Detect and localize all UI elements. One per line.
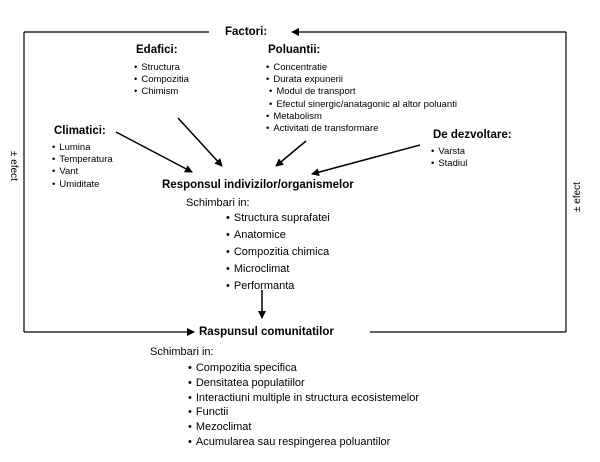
- list-item: Umiditate: [52, 179, 113, 191]
- list-item: Metabolism: [266, 111, 457, 123]
- list-item: Activitati de transformare: [266, 123, 457, 135]
- arrow-climatici: [115, 131, 193, 173]
- climatici-title: Climatici:: [54, 125, 106, 137]
- list-item: Stadiul: [431, 158, 467, 170]
- list-item: Vant: [52, 166, 113, 178]
- list-item: Varsta: [431, 146, 467, 158]
- list-item: Acumularea sau respingerea poluantilor: [188, 435, 419, 450]
- responsul-subtitle: Schimbari in:: [186, 197, 250, 209]
- list-item: Structura: [134, 62, 189, 74]
- list-item: Efectul sinergic/anatagonic al altor pol…: [266, 99, 457, 111]
- list-item: Performanta: [226, 278, 330, 295]
- list-item: Modul de transport: [266, 86, 457, 98]
- list-item: Structura suprafatei: [226, 210, 330, 227]
- arrow-poluantii: [275, 140, 307, 167]
- responsul-list: Structura suprafatei Anatomice Compoziti…: [226, 210, 330, 295]
- list-item: Mezoclimat: [188, 420, 419, 435]
- poluantii-list: Concentratie Durata expunerii Modul de t…: [266, 62, 457, 135]
- side-label-left: ± efect: [8, 151, 19, 181]
- raspunsul-title: Raspunsul comunitatilor: [199, 326, 334, 338]
- raspunsul-list: Compozitia specifica Densitatea populati…: [188, 361, 419, 450]
- raspunsul-subtitle: Schimbari in:: [150, 346, 214, 358]
- list-item: Chimism: [134, 86, 189, 98]
- arrow-edafici: [177, 117, 223, 167]
- edafici-list: Structura Compozitia Chimism: [134, 62, 189, 99]
- poluantii-title: Poluantii:: [268, 44, 321, 56]
- list-item: Lumina: [52, 142, 113, 154]
- list-item: Interactiuni multiple in structura ecosi…: [188, 391, 419, 406]
- dezvoltare-title: De dezvoltare:: [433, 129, 512, 141]
- list-item: Compozitia specifica: [188, 361, 419, 376]
- side-label-right: ± efect: [572, 182, 583, 212]
- dezvoltare-list: Varsta Stadiul: [431, 146, 467, 170]
- list-item: Microclimat: [226, 261, 330, 278]
- list-item: Densitatea populatiilor: [188, 376, 419, 391]
- edafici-title: Edafici:: [136, 44, 178, 56]
- list-item: Anatomice: [226, 227, 330, 244]
- feedback-loop: [23, 28, 567, 336]
- climatici-list: Lumina Temperatura Vant Umiditate: [52, 142, 113, 191]
- arrow-dezvoltare: [311, 144, 421, 177]
- factori-label: Factori:: [225, 26, 268, 38]
- list-item: Compozitia: [134, 74, 189, 86]
- list-item: Compozitia chimica: [226, 244, 330, 261]
- list-item: Functii: [188, 405, 419, 420]
- responsul-title: Responsul indivizilor/organismelor: [162, 179, 354, 191]
- list-item: Durata expunerii: [266, 74, 457, 86]
- list-item: Temperatura: [52, 154, 112, 166]
- list-item: Concentratie: [266, 62, 457, 74]
